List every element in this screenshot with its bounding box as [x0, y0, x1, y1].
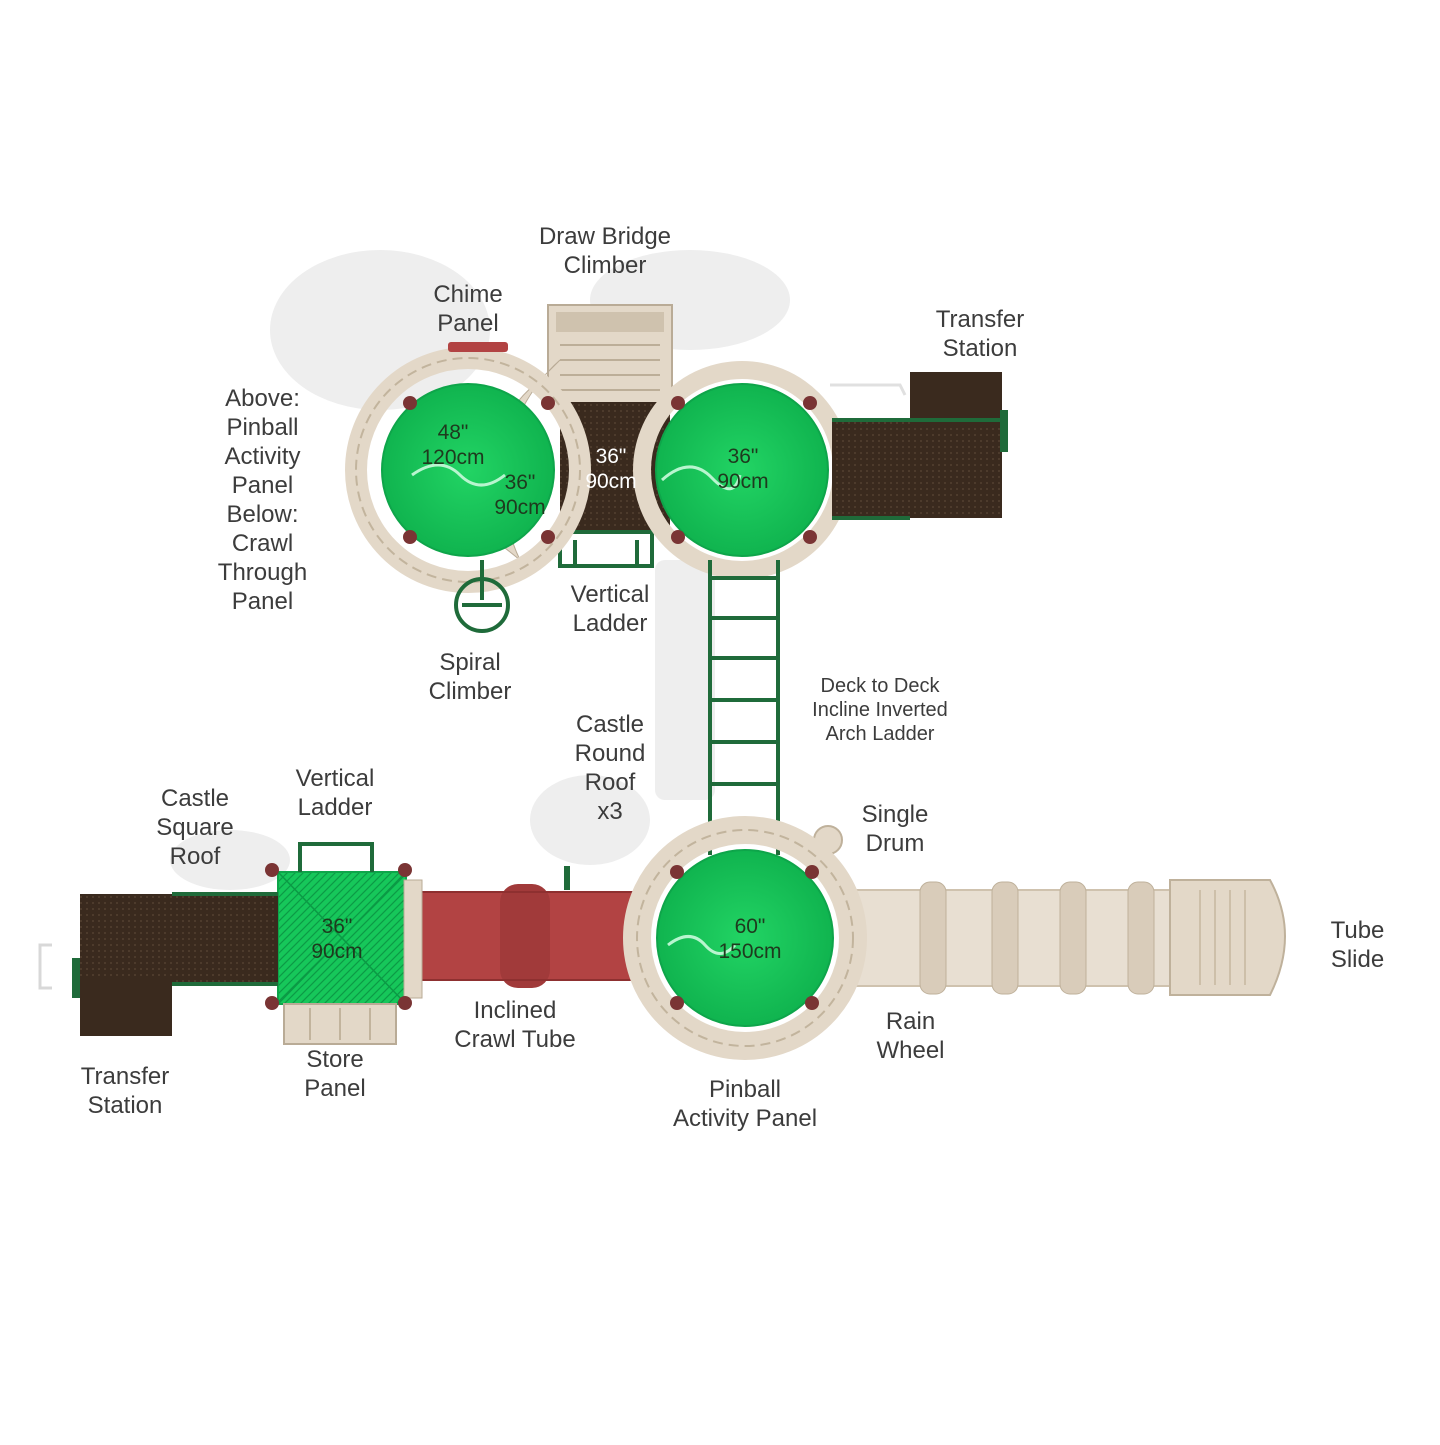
label-store-panel: Store Panel — [304, 1046, 366, 1102]
label-transfer-station-top: Transfer Station — [935, 306, 1025, 362]
draw-bridge-climber — [547, 304, 673, 406]
incline-arch-ladder — [708, 560, 780, 855]
store-panel — [283, 1003, 397, 1045]
label-rain-wheel: Rain Wheel — [876, 1008, 945, 1064]
vertical-ladder-top — [558, 530, 654, 568]
dimension-36-left: 36" 90cm — [494, 471, 546, 519]
label-pinball-crawl-panel: Above: Pinball Activity Panel Below: Cra… — [217, 385, 308, 615]
label-deck-to-deck-ladder: Deck to Deck Incline Inverted Arch Ladde… — [812, 675, 948, 745]
label-chime-panel: Chime Panel — [433, 281, 503, 337]
dimension-60: 60" 150cm — [718, 915, 782, 963]
dimension-36-center: 36" 90cm — [585, 445, 637, 493]
roof-60 — [656, 849, 834, 1027]
transfer-station-bottom — [38, 892, 278, 1036]
label-single-drum: Single Drum — [861, 801, 929, 857]
label-castle-round-roof: Castle Round Roof x3 — [574, 711, 646, 825]
roof-rivets-60 — [670, 865, 819, 1010]
dimension-48: 48" 120cm — [421, 421, 485, 469]
tube-slide — [847, 879, 1286, 996]
label-pinball-activity-panel: Pinball Activity Panel — [672, 1076, 818, 1132]
transfer-station-top — [830, 372, 1008, 520]
roof-48 — [381, 383, 555, 557]
vertical-ladder-left — [298, 842, 374, 872]
roof-36-right — [655, 383, 829, 557]
dimension-36-right: 36" 90cm — [717, 445, 769, 493]
post — [564, 866, 570, 890]
castle-wall-60 — [623, 816, 867, 1060]
label-spiral-climber: Spiral Climber — [428, 649, 512, 705]
inclined-crawl-tube — [419, 884, 641, 988]
label-vertical-ladder-left: Vertical Ladder — [295, 765, 375, 821]
label-draw-bridge-climber: Draw Bridge Climber — [538, 223, 672, 279]
roof-rivets-top — [403, 396, 817, 544]
label-tube-slide: Tube Slide — [1330, 917, 1385, 973]
dimension-36-square: 36" 90cm — [311, 915, 363, 963]
chime-panel — [448, 342, 508, 352]
label-castle-square-roof: Castle Square Roof — [156, 785, 234, 870]
label-inclined-crawl-tube: Inclined Crawl Tube — [454, 997, 576, 1053]
label-vertical-ladder-top: Vertical Ladder — [570, 581, 650, 637]
ground-shadows — [170, 250, 790, 890]
spiral-climber — [454, 560, 510, 633]
label-transfer-station-bottom: Transfer Station — [80, 1063, 170, 1119]
